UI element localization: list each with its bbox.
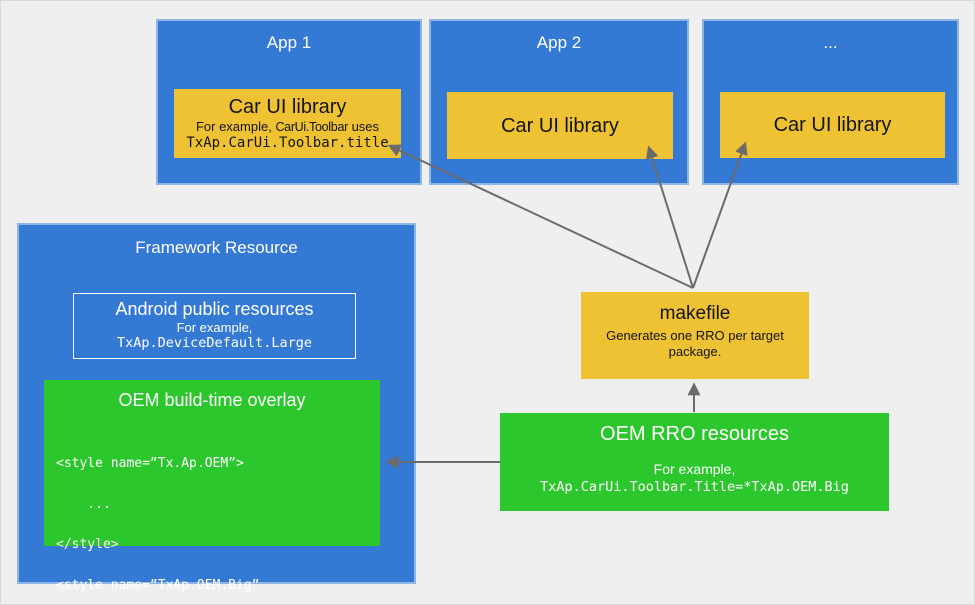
app1-title: App 1 xyxy=(266,33,312,52)
code-line: <style name=”TxAp.OEM.Big” xyxy=(56,577,260,593)
oem-rro-resources-title: OEM RRO resources xyxy=(600,423,789,445)
app-more-carui-library-box: Car UI library xyxy=(720,92,945,158)
android-public-resources-example-code: TxAp.DeviceDefault.Large xyxy=(116,335,313,351)
app-more-box: ... Car UI library xyxy=(702,19,959,185)
app2-box: App 2 Car UI library xyxy=(429,19,689,185)
framework-resource-title: Framework Resource xyxy=(135,238,298,257)
example-suffix: uses xyxy=(347,119,380,134)
app1-carui-library-example: For example, CarUi.Toolbar uses xyxy=(174,119,401,135)
code-line: </style> xyxy=(56,537,119,552)
makefile-box: makefile Generates one RRO per target pa… xyxy=(581,292,809,379)
example-prefix: For example, xyxy=(195,119,276,134)
android-public-resources-title: Android public resources xyxy=(115,299,314,319)
oem-rro-resources-box: OEM RRO resources For example, TxAp.CarU… xyxy=(500,413,889,511)
app-more-carui-library-title: Car UI library xyxy=(773,114,892,136)
android-public-resources-example-label: For example, xyxy=(176,320,253,335)
oem-overlay-code-block: <style name=”Tx.Ap.OEM”> ... </style> <s… xyxy=(44,430,380,604)
code-line: ... xyxy=(56,496,111,512)
android-public-resources-box: Android public resources For example, Tx… xyxy=(73,293,356,359)
app1-carui-library-box: Car UI library For example, CarUi.Toolba… xyxy=(174,89,401,158)
oem-rro-example-code: TxAp.CarUi.Toolbar.Title=*TxAp.OEM.Big xyxy=(540,479,849,495)
app2-carui-library-title: Car UI library xyxy=(501,114,619,137)
oem-build-time-overlay-box: OEM build-time overlay <style name=”Tx.A… xyxy=(44,380,380,592)
app2-carui-library-box: Car UI library xyxy=(447,92,673,159)
code-line: <style name=”Tx.Ap.OEM”> xyxy=(56,456,244,471)
app2-title: App 2 xyxy=(536,33,582,52)
app-more-title: ... xyxy=(823,33,838,52)
app1-carui-library-code: TxAp.CarUi.Toolbar.title xyxy=(186,135,389,151)
makefile-title: makefile xyxy=(659,303,731,324)
app1-carui-library-title: Car UI library xyxy=(228,96,347,118)
makefile-description: Generates one RRO per target package. xyxy=(606,328,784,359)
app1-box: App 1 Car UI library For example, CarUi.… xyxy=(156,19,422,185)
framework-resource-box: Framework Resource Android public resour… xyxy=(17,223,416,592)
oem-rro-example-label: For example, xyxy=(653,461,736,477)
oem-build-time-overlay-title: OEM build-time overlay xyxy=(118,390,306,410)
example-code: CarUi.Toolbar xyxy=(275,120,348,134)
